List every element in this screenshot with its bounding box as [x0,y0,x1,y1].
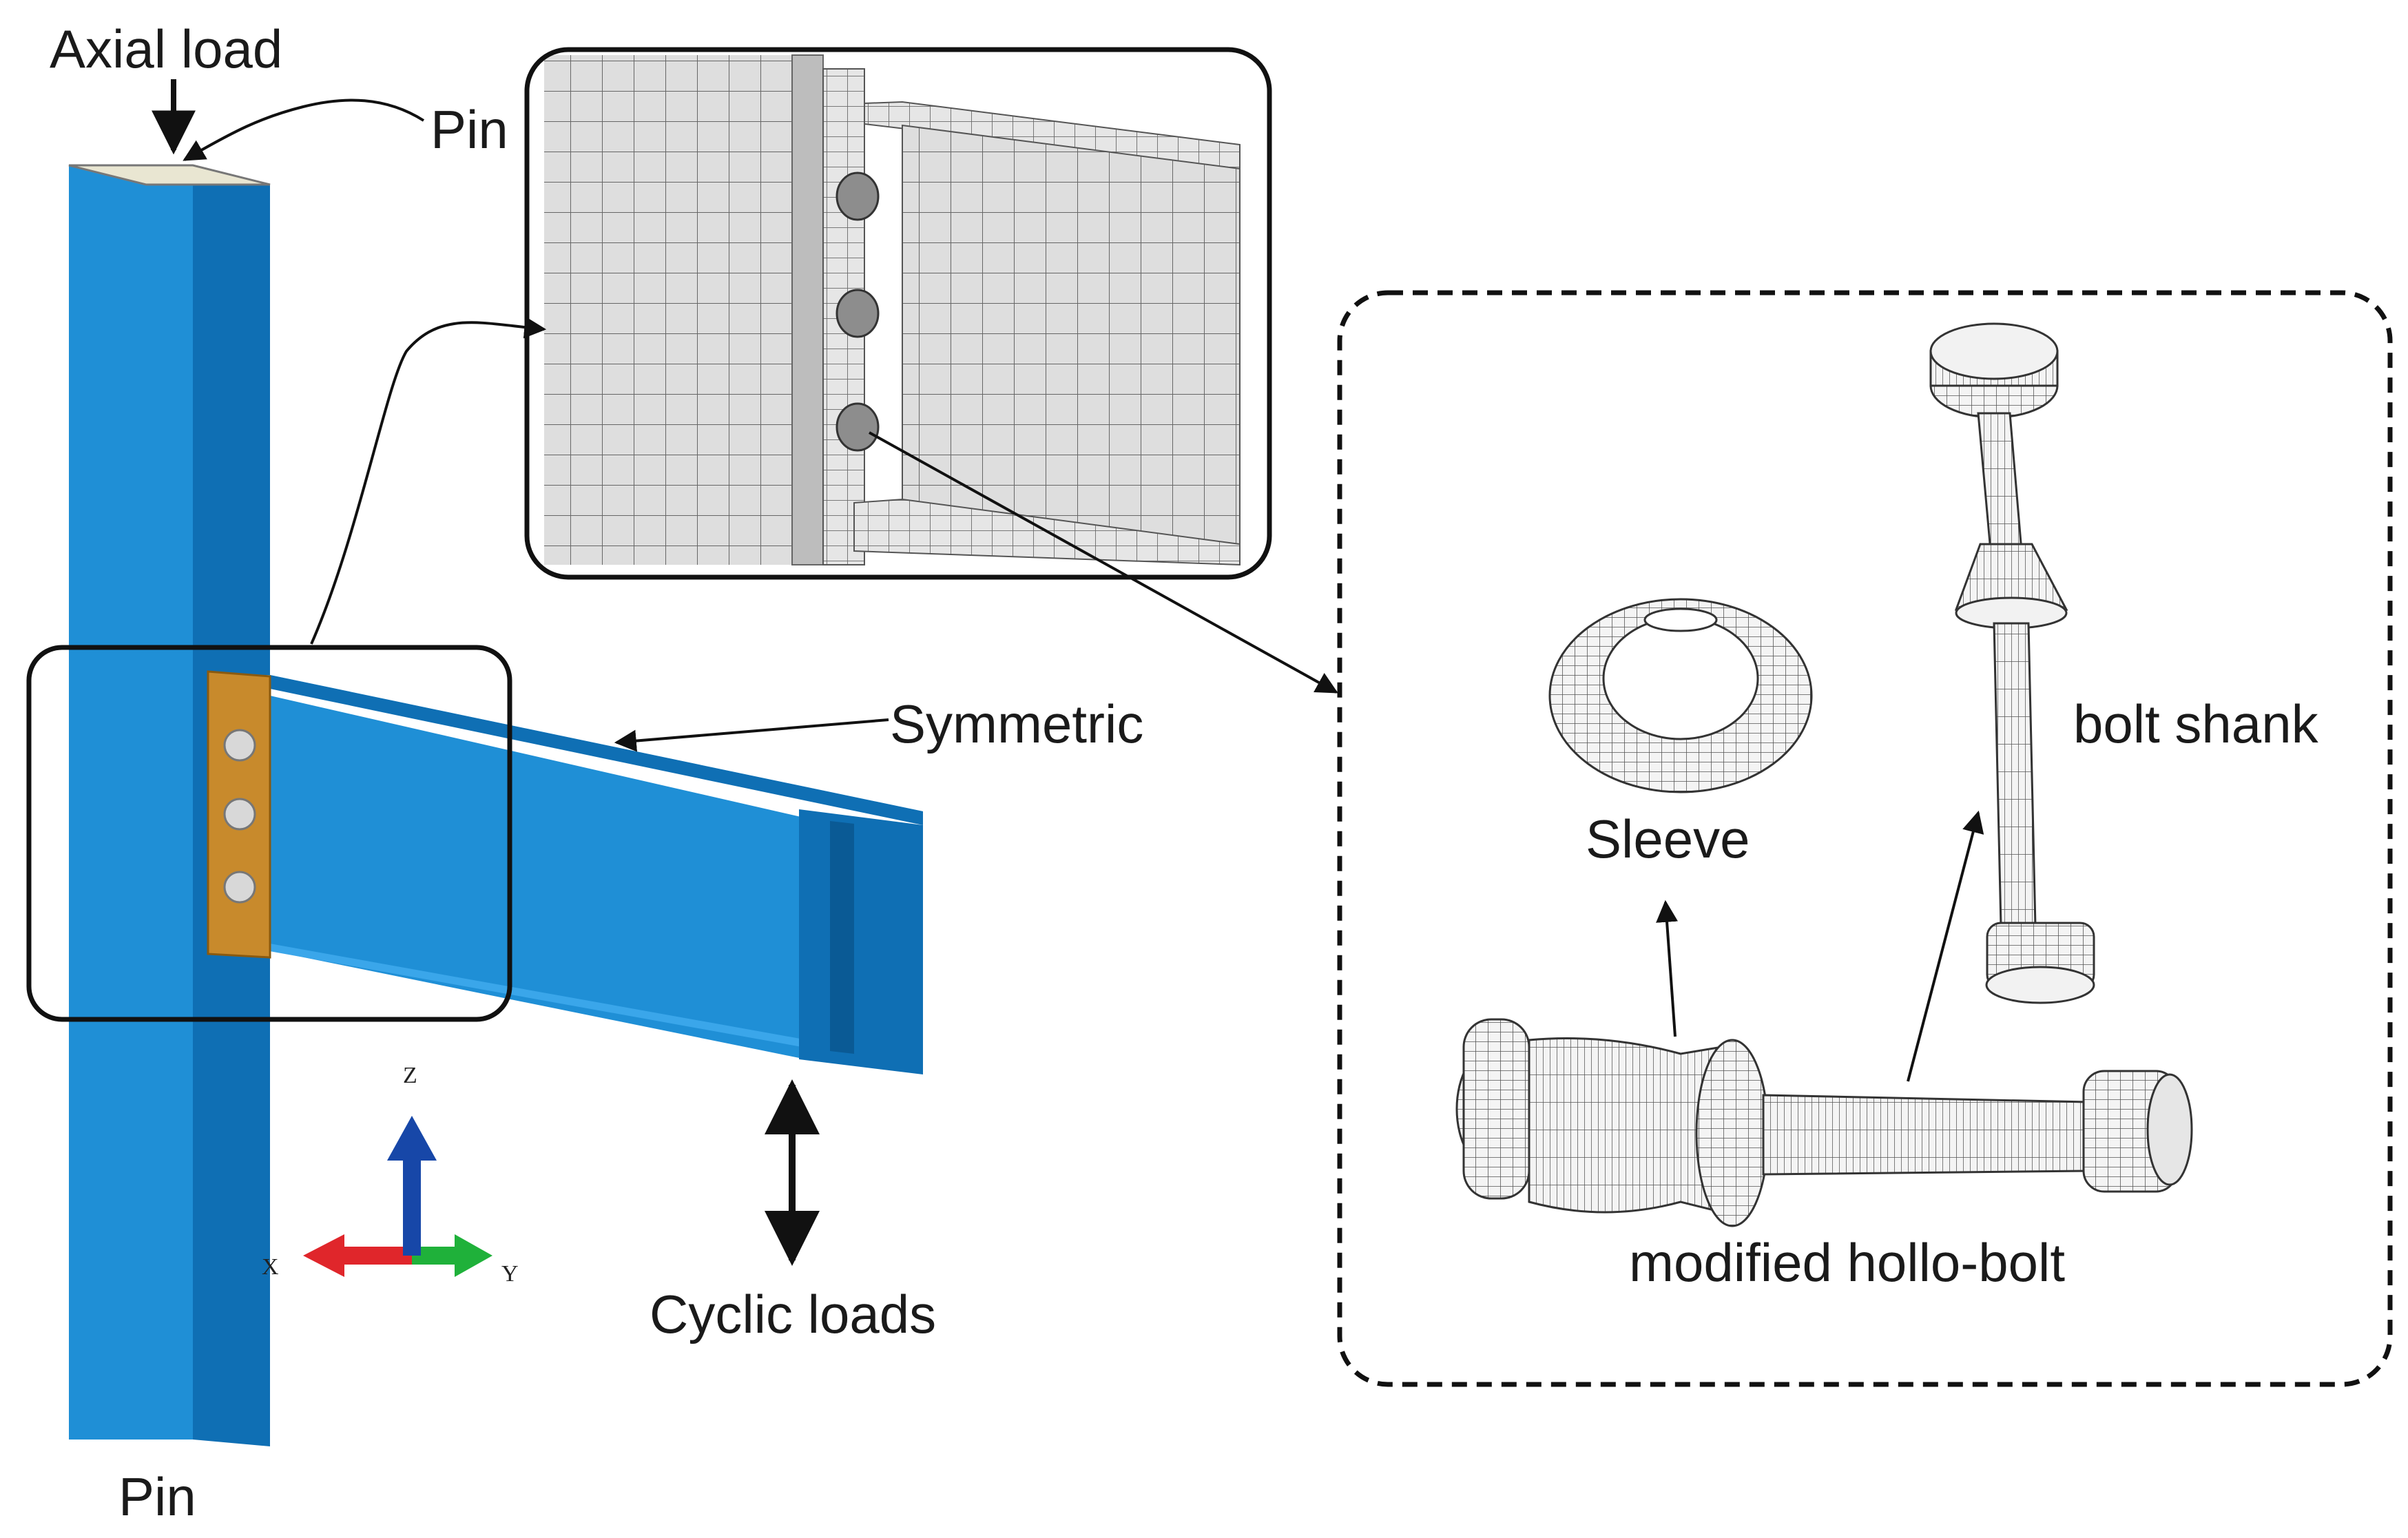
bolt-shank-label: bolt shank [2073,694,2319,754]
assembly-shank [1762,1094,2088,1176]
bolt-head-2 [223,798,256,831]
axis-z-arrow [387,1116,437,1256]
axis-x-arrow [303,1234,412,1277]
bolt-panel-frame [1337,290,2393,1387]
beam-mesh-top-flange [864,101,1241,170]
bolt-shank-pointer [1907,810,1984,1082]
pin-top-label: Pin [430,99,508,160]
axial-load-label: Axial load [50,19,282,79]
sleeve-pointer [1656,900,1679,1037]
beam-web [270,696,813,1061]
text-labels: Axial load Pin Pin Symmetric Cyclic load… [50,19,2319,1527]
shank-upper-rod [1977,412,2023,552]
shank-cone [1954,543,2068,611]
bolt-head-3 [223,871,256,904]
zoom-leader [310,316,547,645]
pin-leader [183,98,425,161]
shank-top-head-cap [1929,322,2059,380]
assembly-sleeve [1528,1037,1723,1214]
axis-y-arrow [412,1234,492,1277]
sleeve-flare-inner [1602,616,1759,740]
zoom-bolt-2 [835,289,880,338]
beam-top-flange-edge [270,675,923,825]
beam [207,670,923,1074]
axis-x-label: X [262,1254,279,1280]
sleeve-label: Sleeve [1586,809,1750,869]
axis-z-label: Z [403,1063,417,1088]
pin-bottom-label: Pin [118,1466,196,1527]
beam-mesh-web [902,124,1241,552]
bolt-shank-component [1929,322,2095,1004]
hollo-bolt-assembly [1455,1018,2193,1227]
bolt-head-1 [223,729,256,762]
sleeve-top-rim [1643,607,1718,632]
pin-cap-top [68,164,271,186]
coordinate-triad: Z X Y [262,1063,519,1287]
zoom-panel-frame [524,47,1272,580]
mesh-zoom-panel [524,47,1272,580]
symmetric-label: Symmetric [890,694,1143,754]
axis-y-label: Y [501,1261,519,1287]
joint-highlight-box [26,645,512,1022]
zoom-bolt-1 [835,172,880,221]
annotation-arrows [152,79,1984,1266]
assembly-right-nut-face [2146,1073,2193,1186]
zoom-bolt-3 [835,402,880,452]
beam-bottom-flange [227,944,923,1061]
beam-end-section [799,809,923,1074]
shank-lower-rod [1993,622,2037,928]
sleeve-component [1548,598,1813,793]
column-front-face [69,165,193,1440]
modified-hollo-bolt-label: modified hollo-bolt [1629,1232,2065,1293]
symmetric-leader [614,718,889,752]
column-mesh-face [544,55,792,565]
shank-bottom-nut-face [1985,966,2095,1004]
column-mesh-edge [791,54,824,565]
bolt-detail-leader [869,431,1338,694]
cyclic-loads-label: Cyclic loads [650,1284,936,1344]
assembly-sleeve-flare [1695,1039,1769,1227]
bolt-detail-panel [1337,290,2393,1387]
beam-end-web-slot [830,821,854,1054]
assembly-left-head [1462,1018,1530,1200]
